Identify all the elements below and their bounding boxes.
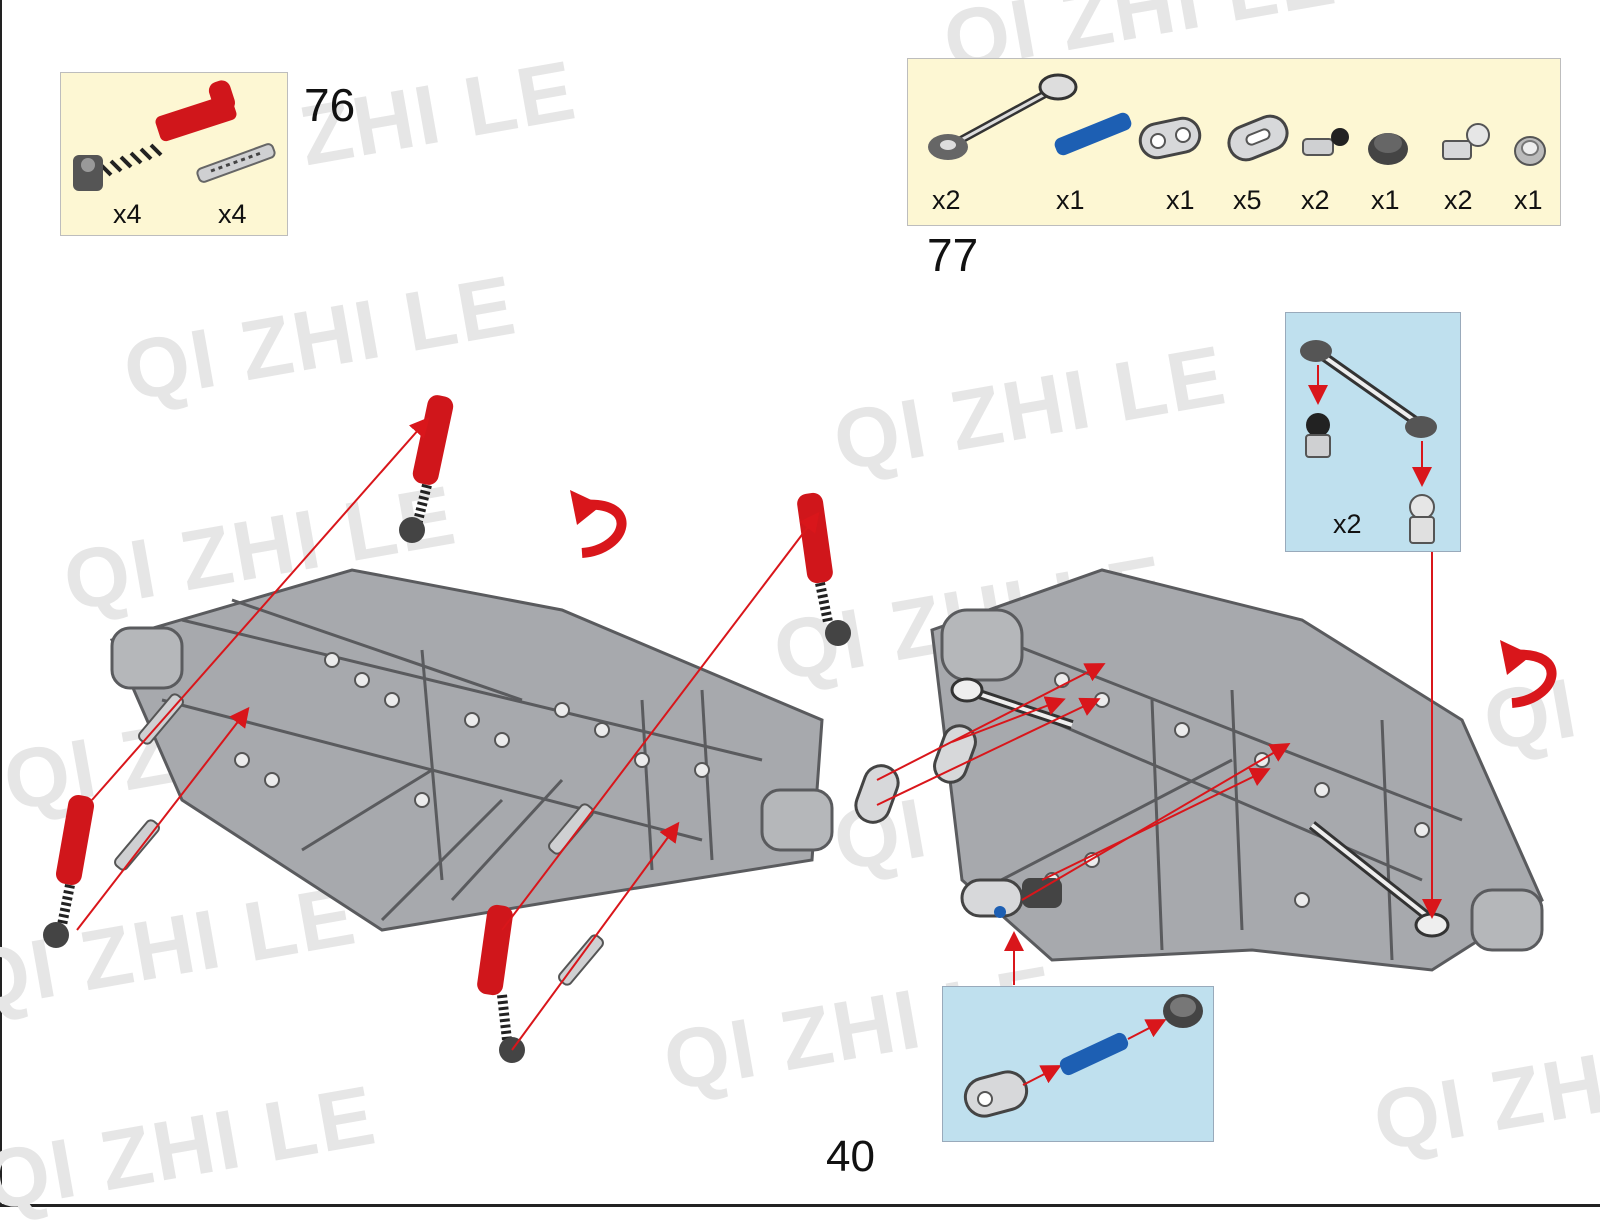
part-qty: x1: [1166, 185, 1195, 215]
part-qty: x4: [113, 199, 142, 229]
link-rod-icon: [928, 73, 1078, 160]
page-number: 40: [826, 1132, 875, 1181]
subassembly-graphic: [963, 994, 1203, 1118]
axle-pin-icon: [196, 143, 276, 183]
shock-absorber: [797, 492, 851, 646]
step-77-parts-list: x2 x1 x1 x5 x2 x1 x2 x1: [907, 58, 1561, 226]
step-76-parts-list: x4 x4: [60, 72, 288, 236]
bush-icon: [1368, 133, 1408, 165]
ball-joint-icon: [1442, 123, 1490, 160]
blue-axle-pin-icon: [1054, 112, 1132, 156]
step-77-parts-graphic: [928, 73, 1546, 166]
beam-2-icon: [1227, 114, 1289, 162]
rotate-arrow-head: [1500, 640, 1532, 675]
link-rod-subassembly-callout: x2: [1285, 312, 1461, 552]
rotate-arrow-head: [570, 490, 602, 525]
part-qty: x1: [1056, 185, 1085, 215]
gear-bush-icon: [1514, 136, 1546, 166]
part-qty: x2: [1301, 185, 1330, 215]
shock-absorber: [477, 904, 525, 1063]
part-qty: x2: [932, 185, 961, 215]
shock-absorber: [399, 395, 454, 543]
subassembly-graphic: [1300, 340, 1437, 544]
step-76-chassis-model: [109, 568, 834, 932]
step-77-chassis-model: [930, 568, 1544, 972]
part-qty: x1: [1371, 185, 1400, 215]
link-rod: [1308, 821, 1450, 938]
step-number: 76: [304, 79, 356, 131]
shock-absorber: [43, 795, 95, 948]
assembly-diagram: [43, 395, 1557, 1063]
step-number: 77: [927, 229, 979, 281]
beam-2-icon: [1138, 116, 1202, 160]
assembly-arrows: [876, 550, 1442, 985]
part-qty: x2: [1444, 185, 1473, 215]
ball-pin-icon: [1302, 128, 1349, 156]
callout-qty: x2: [1333, 509, 1362, 539]
part-qty: x5: [1233, 185, 1262, 215]
part-qty: x1: [1514, 185, 1543, 215]
red-shock-absorber-icon: [73, 80, 237, 191]
part-qty: x4: [218, 199, 247, 229]
beam-2-loose: [854, 724, 977, 824]
step-76-parts-graphic: [73, 80, 276, 191]
assembly-arrows: [76, 416, 820, 1051]
axle-pin-subassembly-callout: [942, 986, 1214, 1142]
